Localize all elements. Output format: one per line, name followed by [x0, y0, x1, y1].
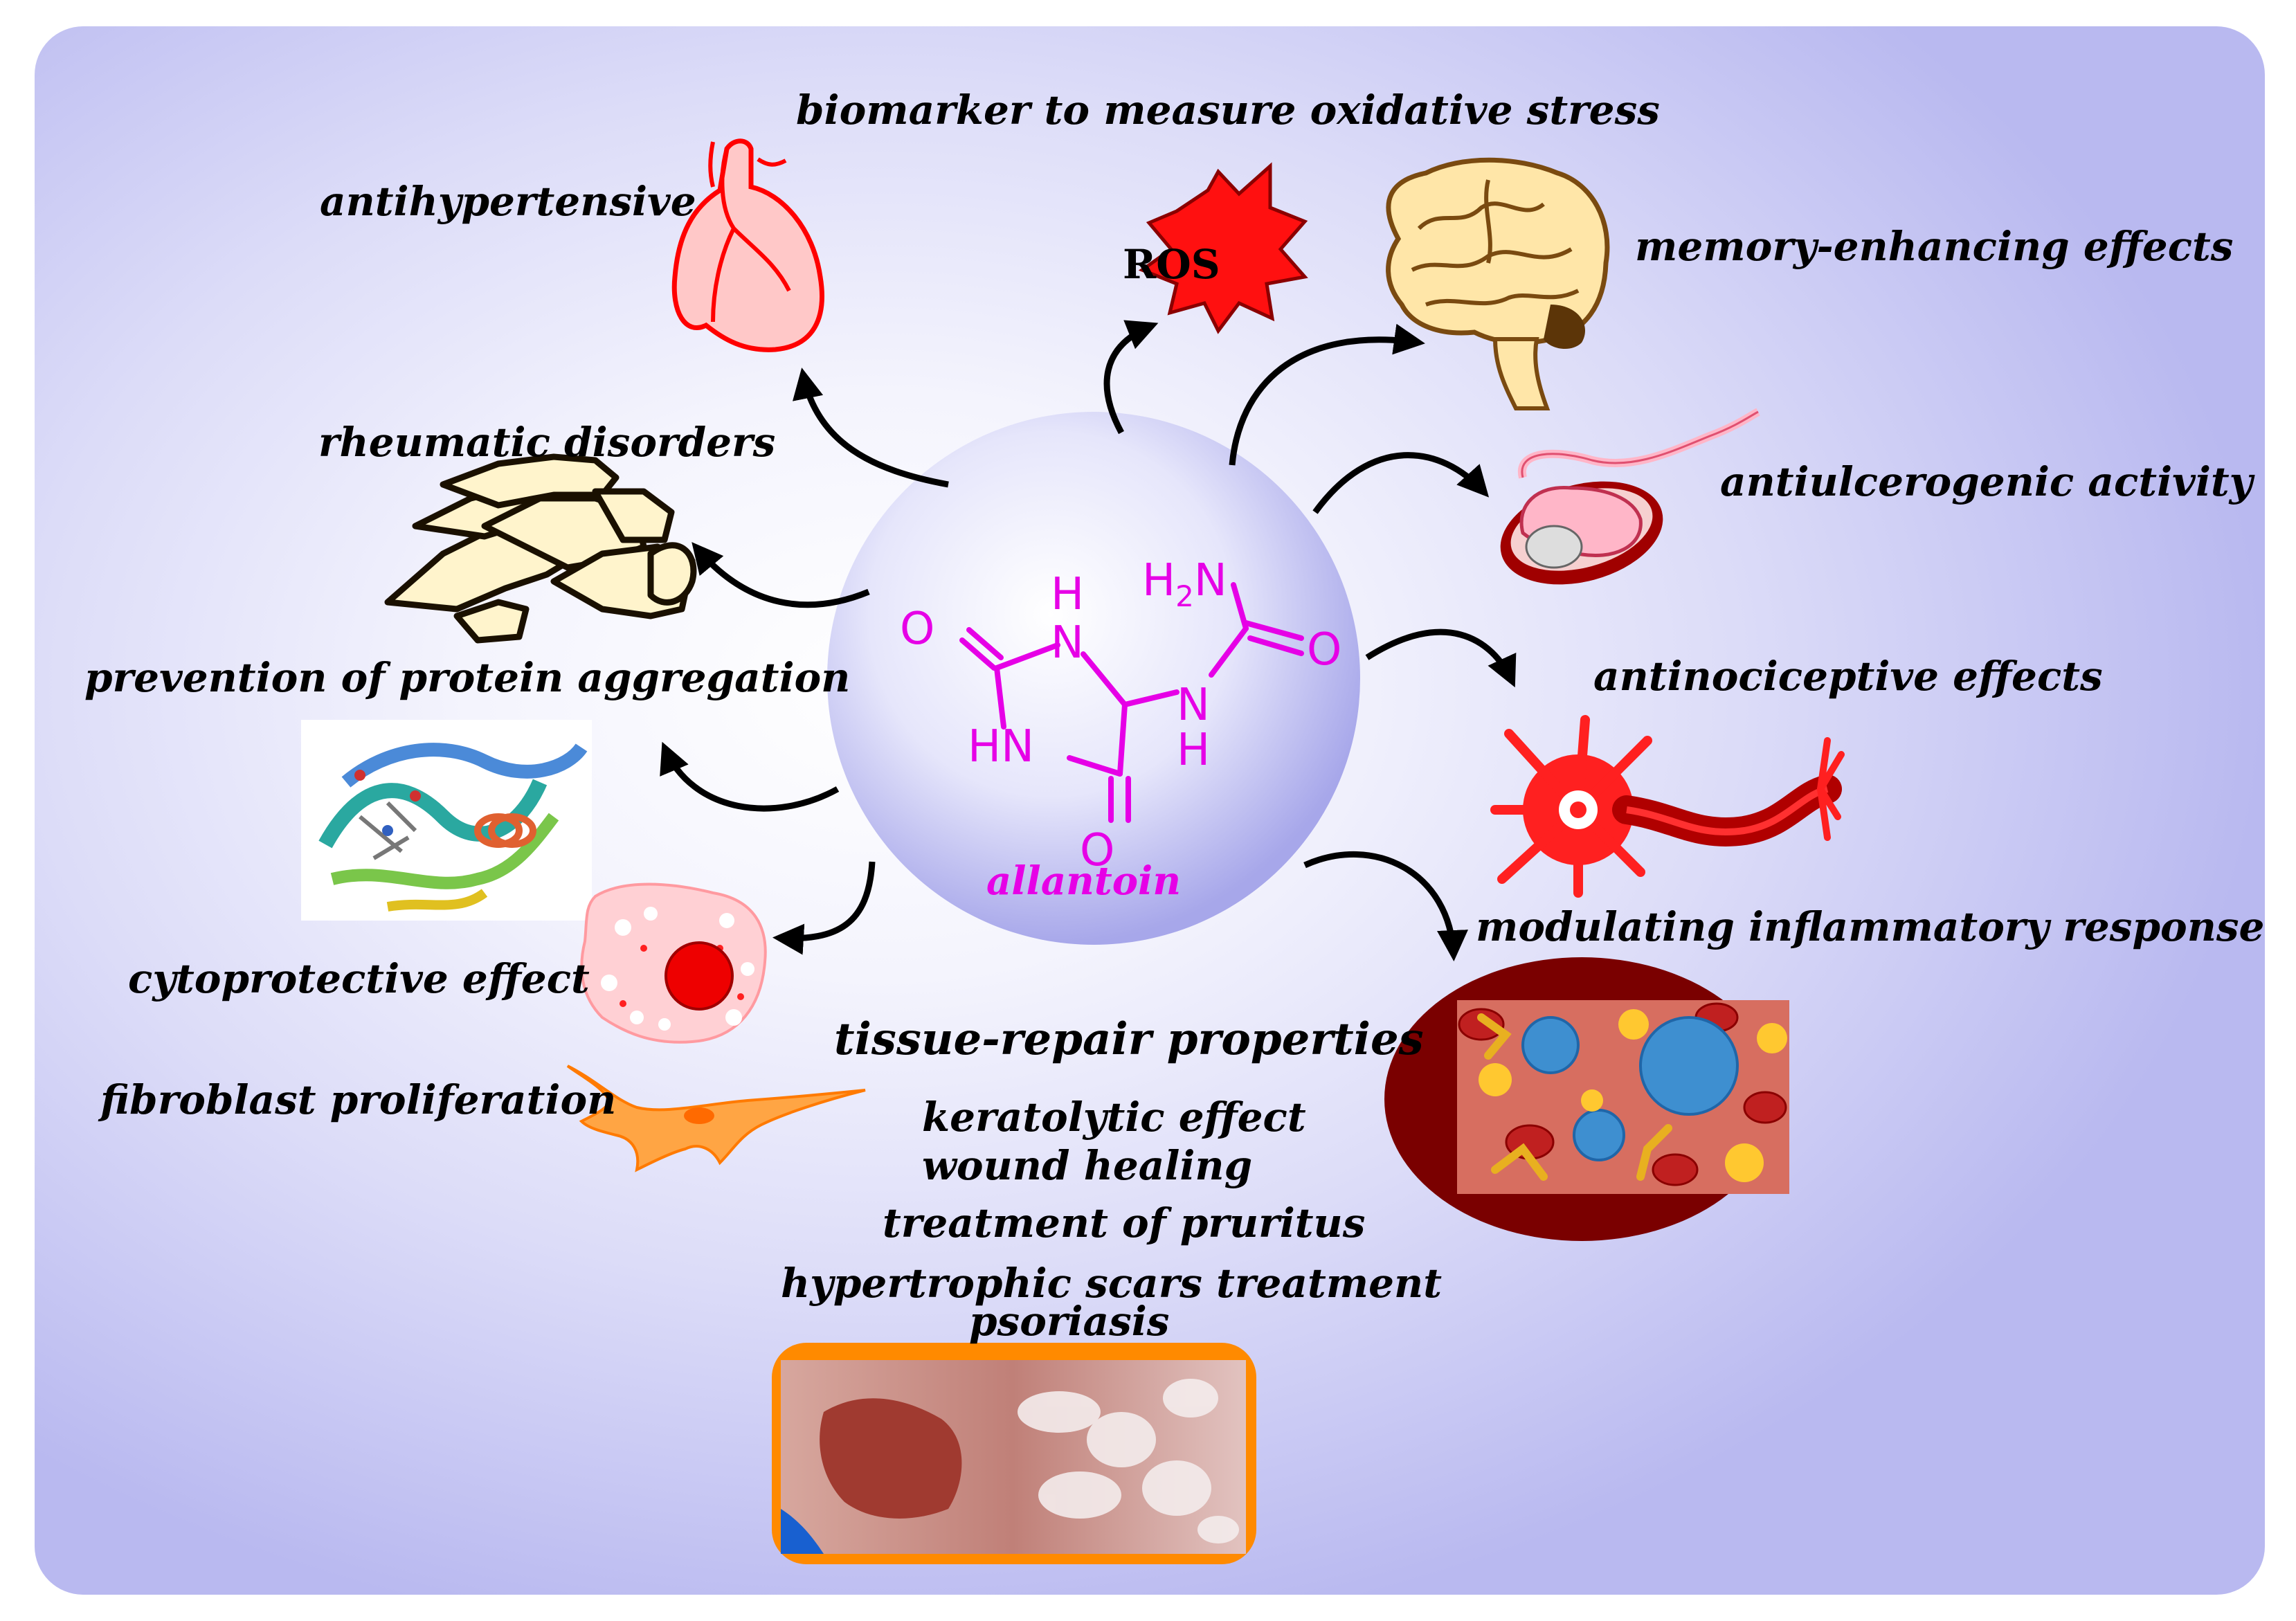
arrow-neuron: [1365, 628, 1517, 688]
protein-structure-icon: [301, 720, 592, 921]
label-antinociceptive: antinociceptive effects: [1593, 653, 2103, 700]
tissue-repair-item-scars: hypertrophic scars treatment: [781, 1260, 1442, 1307]
arrow-brain: [1229, 323, 1425, 466]
svg-text:N: N: [1177, 680, 1210, 731]
brain-icon: [1386, 157, 1610, 410]
arrow-inflammatory: [1303, 851, 1468, 961]
tissue-repair-item-wound-healing: wound healing: [922, 1142, 1253, 1189]
arrows: [660, 320, 1517, 961]
arrow-ros: [1103, 320, 1159, 435]
svg-text:H: H: [1177, 725, 1210, 776]
tissue-repair-item-keratolytic: keratolytic effect: [922, 1094, 1306, 1141]
label-memory: memory-enhancing effects: [1635, 223, 2234, 270]
label-antihypertensive: antihypertensive: [320, 178, 696, 225]
label-oxidative-stress: biomarker to measure oxidative stress: [796, 87, 1660, 134]
ros-burst-icon: [1138, 162, 1308, 334]
molecule-name: allantoin: [986, 858, 1182, 904]
tissue-repair-heading: tissue-repair properties: [834, 1013, 1424, 1065]
svg-text:H2N: H2N: [1142, 555, 1227, 613]
arrow-skeleton: [691, 542, 870, 608]
tissue-repair-item-pruritus: treatment of pruritus: [883, 1199, 1366, 1247]
arrow-stomach: [1312, 452, 1490, 514]
arrow-protein: [660, 741, 840, 812]
cell-icon: [580, 882, 767, 1044]
fibroblast-icon: [566, 1065, 866, 1172]
allantoin-atoms: O H N HN N H O O H2N: [900, 555, 1341, 876]
label-antiulcer: antiulcerogenic activity: [1720, 458, 2253, 505]
arrow-heart: [793, 368, 949, 488]
svg-text:H: H: [1051, 569, 1084, 620]
svg-text:O: O: [900, 604, 934, 655]
skin-lesion-icon: [772, 1343, 1256, 1564]
svg-text:O: O: [1307, 624, 1341, 676]
neuron-icon: [1490, 715, 1845, 898]
svg-text:N: N: [1051, 617, 1084, 669]
heart-icon: [671, 138, 824, 352]
arrow-cytoprotective: [772, 861, 876, 955]
label-rheumatic: rheumatic disorders: [318, 419, 776, 466]
label-protein-aggregation: prevention of protein aggregation: [84, 654, 851, 701]
center-sphere: [827, 412, 1360, 945]
immune-cells-icon: [1384, 957, 1789, 1241]
label-inflammatory: modulating inflammatory response: [1476, 903, 2265, 950]
stomach-icon: [1500, 408, 1760, 585]
label-cytoprotective: cytoprotective effect: [128, 955, 590, 1002]
hand-skeleton-icon: [384, 453, 697, 644]
svg-text:HN: HN: [968, 721, 1034, 772]
tissue-repair-item-psoriasis: psoriasis: [969, 1298, 1170, 1345]
svg-text:O: O: [1080, 825, 1114, 876]
ros-label: ROS: [1123, 241, 1220, 288]
label-fibroblast: fibroblast proliferation: [100, 1076, 617, 1123]
allantoin-structure: [959, 582, 1304, 823]
